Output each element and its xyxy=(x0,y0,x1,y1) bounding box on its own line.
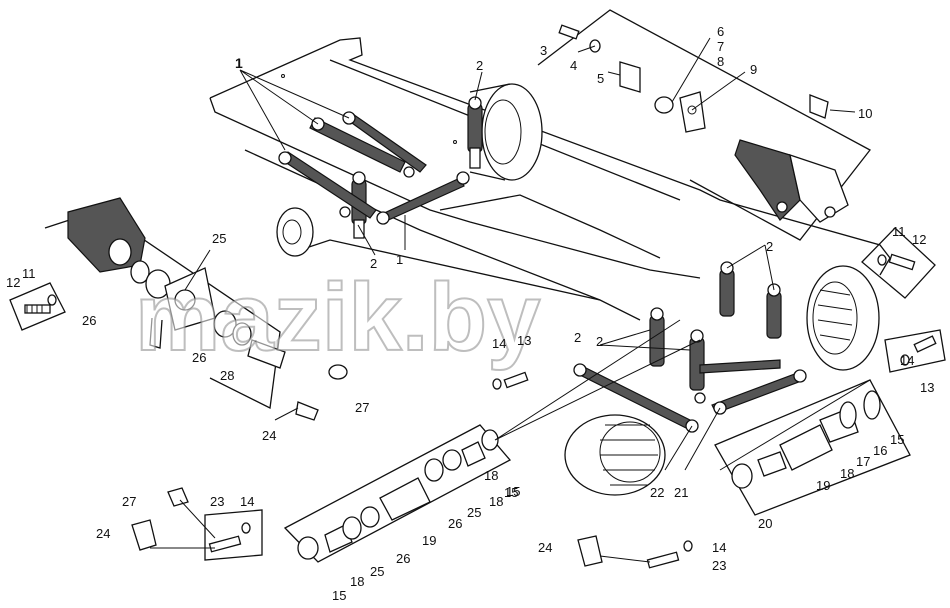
leader-lines xyxy=(150,37,871,563)
callout-label: 18 xyxy=(840,466,854,481)
callout-label: 2 xyxy=(766,239,773,254)
callout-label: 14 xyxy=(712,540,726,555)
callout-label: 27 xyxy=(122,494,136,509)
callout-label: 15 xyxy=(504,485,518,500)
callout-label: 17 xyxy=(856,454,870,469)
callout-label: 15 xyxy=(506,484,520,499)
callout-label: 18 xyxy=(489,494,503,509)
bottom-left-bolt-group xyxy=(131,487,263,561)
callout-label: 3 xyxy=(540,43,547,58)
lower-left-bushing-assembly xyxy=(283,424,512,563)
callout-label: 1 xyxy=(235,55,243,71)
callout-label: 14 xyxy=(240,494,254,509)
right-bolt-group-lower xyxy=(884,329,946,373)
watermark-text: mazik.by xyxy=(135,264,541,371)
callout-label: 26 xyxy=(192,350,206,365)
callout-label: 1 xyxy=(396,252,403,267)
rear-wheel-upper xyxy=(806,265,880,371)
callout-label: 2 xyxy=(476,58,483,73)
callout-label: 11 xyxy=(22,266,36,281)
callout-label: 18 xyxy=(484,468,498,483)
bottom-right-bolt-group xyxy=(577,535,693,569)
callout-labels: 1 2 2 1 2 3 4 5 6 7 8 9 10 11 12 11 12 2… xyxy=(6,24,934,603)
callout-label: 8 xyxy=(717,54,724,69)
callout-label: 28 xyxy=(220,368,234,383)
callout-label: 25 xyxy=(212,231,226,246)
callout-label: 5 xyxy=(597,71,604,86)
callout-label: 2 xyxy=(370,256,377,271)
lower-right-bushing-assembly xyxy=(714,379,911,516)
callout-label: 12 xyxy=(6,275,20,290)
rear-suspension xyxy=(573,261,807,433)
callout-label: 11 xyxy=(892,224,906,239)
callout-label: 22 xyxy=(650,485,664,500)
callout-label: 25 xyxy=(467,505,481,520)
callout-label: 24 xyxy=(538,540,552,555)
left-wheel-hub xyxy=(276,207,314,257)
callout-label: 18 xyxy=(350,574,364,589)
callout-label: 24 xyxy=(262,428,276,443)
front-suspension xyxy=(278,96,483,239)
callout-label: 10 xyxy=(858,106,872,121)
right-bolt-group-upper xyxy=(861,227,936,299)
callout-label: 13 xyxy=(920,380,934,395)
callout-label: 23 xyxy=(210,494,224,509)
callout-label: 20 xyxy=(758,516,772,531)
callout-label: 23 xyxy=(712,558,726,573)
callout-label: 6 xyxy=(717,24,724,39)
rear-wheel-lower xyxy=(564,414,666,496)
callout-label: 25 xyxy=(370,564,384,579)
callout-label: 26 xyxy=(82,313,96,328)
callout-label: 24 xyxy=(96,526,110,541)
left-bracket-assembly xyxy=(9,197,348,421)
callout-label: 26 xyxy=(448,516,462,531)
callout-label: 4 xyxy=(570,58,577,73)
callout-label: 2 xyxy=(596,334,603,349)
callout-label: 13 xyxy=(517,333,531,348)
callout-label: 19 xyxy=(816,478,830,493)
callout-label: 15 xyxy=(332,588,346,603)
callout-label: 19 xyxy=(422,533,436,548)
callout-label: 15 xyxy=(890,432,904,447)
callout-label: 14 xyxy=(900,353,914,368)
callout-label: 9 xyxy=(750,62,757,77)
callout-label: 14 xyxy=(492,336,506,351)
callout-label: 16 xyxy=(873,443,887,458)
callout-label: 12 xyxy=(912,232,926,247)
callout-label: 7 xyxy=(717,39,724,54)
callout-label: 2 xyxy=(574,330,581,345)
center-bolt-group xyxy=(492,371,529,390)
top-right-pin-assembly xyxy=(537,9,871,241)
callout-label: 27 xyxy=(355,400,369,415)
callout-label: 21 xyxy=(674,485,688,500)
callout-label: 26 xyxy=(396,551,410,566)
front-left-wheel xyxy=(469,83,543,181)
